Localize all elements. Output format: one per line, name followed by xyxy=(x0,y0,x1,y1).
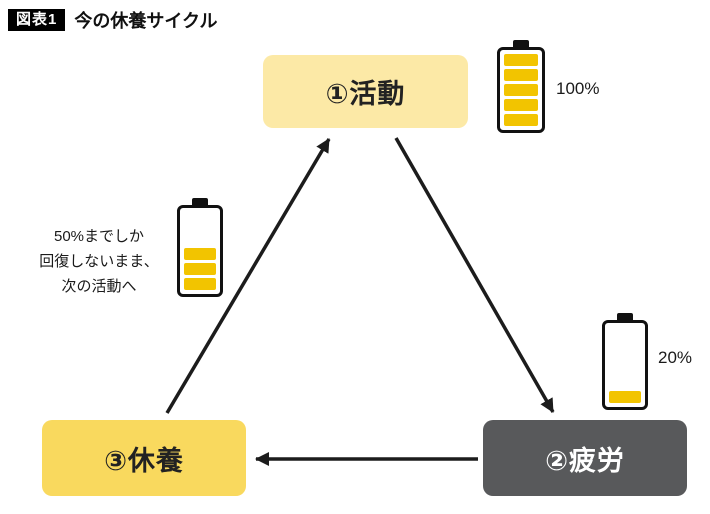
battery-100-label: 100% xyxy=(556,79,600,98)
figure-title: 今の休養サイクル xyxy=(74,11,218,31)
node-rest: ③休養 xyxy=(42,420,246,496)
battery-20-label: 20% xyxy=(658,348,693,367)
node-fatigue: ②疲労 xyxy=(483,420,687,496)
battery-100-cells xyxy=(504,54,538,126)
battery-50-note-line: 50%までしか xyxy=(53,228,145,245)
battery-50-note: 50%までしか 回復しないまま、 次の活動へ xyxy=(28,224,170,299)
arrow-activity-to-fatigue-icon xyxy=(394,137,555,413)
figure-badge: 図表1 xyxy=(8,9,66,31)
battery-50-note-line: 次の活動へ xyxy=(61,278,137,295)
battery-20-icon xyxy=(602,320,648,410)
battery-50-note-line: 回復しないまま、 xyxy=(39,253,159,270)
battery-50-cells xyxy=(184,212,216,290)
battery-20-cells xyxy=(609,327,641,403)
node-activity: ①活動 xyxy=(263,55,468,128)
battery-100-icon xyxy=(497,47,545,133)
figure-header: 図表1 今の休養サイクル xyxy=(8,7,217,33)
battery-50-icon xyxy=(177,205,223,297)
